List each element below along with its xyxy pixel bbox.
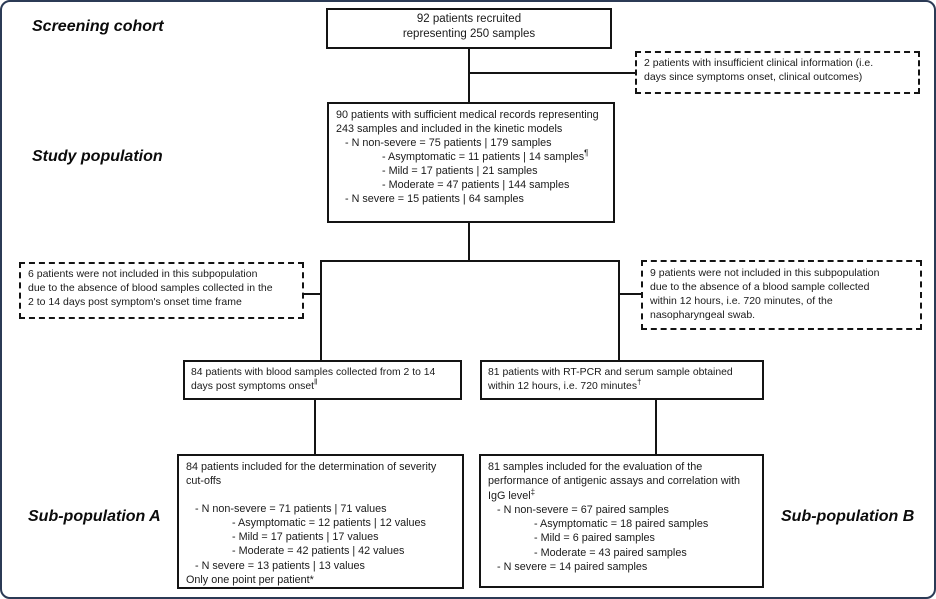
subpop-a-footer: Only one point per patient* xyxy=(186,573,314,586)
bullet-mild: - Mild = 17 patients | 21 samples xyxy=(382,165,538,178)
bullet-n-nonsevere: - N non-severe = 67 paired samples xyxy=(497,503,669,516)
subpopulation-a-label: Sub-population A xyxy=(28,508,161,525)
connector-study-to-hub xyxy=(468,223,470,260)
bullet-asymptomatic: - Asymptomatic = 11 patients | 14 sample… xyxy=(382,148,589,164)
branching-hub-rectangle xyxy=(320,260,620,360)
excluded-b-line: due to the absence of a blood sample col… xyxy=(650,280,870,293)
connector-excluded-a-to-hub xyxy=(304,293,320,295)
footnote-pilcrow: ¶ xyxy=(584,148,589,158)
bullet-n-nonsevere: - N non-severe = 75 patients | 179 sampl… xyxy=(345,137,552,150)
insufficient-info-box: 2 patients with insufficient clinical in… xyxy=(635,51,920,94)
blood-samples-line2: days post symptoms onset‖ xyxy=(191,377,318,392)
insufficient-info-line: days since symptoms onset, clinical outc… xyxy=(644,70,863,83)
connector-recruited-to-study xyxy=(468,49,470,102)
blood-samples-box: 84 patients with blood samples collected… xyxy=(183,360,462,400)
blood-samples-line1: 84 patients with blood samples collected… xyxy=(191,367,436,378)
blank-line xyxy=(186,489,455,502)
bullet-n-nonsevere: - N non-severe = 71 patients | 71 values xyxy=(195,502,387,515)
study-population-box: 90 patients with sufficient medical reco… xyxy=(327,102,615,223)
excluded-a-line: due to the absence of blood samples coll… xyxy=(28,281,273,294)
excluded-a-line: 6 patients were not included in this sub… xyxy=(28,268,258,280)
excluded-b-line: within 12 hours, i.e. 720 minutes, of th… xyxy=(650,294,833,307)
rtpcr-serum-box: 81 patients with RT-PCR and serum sample… xyxy=(480,360,764,400)
connector-rtpcr-to-subpop-b xyxy=(655,400,657,454)
footnote-double-bar: ‖ xyxy=(314,377,318,387)
subpop-b-intro: 81 samples included for the evaluation o… xyxy=(488,461,741,502)
recruited-line1: 92 patients recruited xyxy=(416,13,522,25)
bullet-asymptomatic: - Asymptomatic = 18 paired samples xyxy=(534,518,709,530)
bullet-mild: - Mild = 6 paired samples xyxy=(534,532,655,545)
subpopulation-b-label: Sub-population B xyxy=(781,508,915,525)
bullet-n-severe: - N severe = 15 patients | 64 samples xyxy=(345,193,524,206)
screening-cohort-label: Screening cohort xyxy=(32,18,164,35)
recruited-box: 92 patients recruited representing 250 s… xyxy=(326,8,612,49)
connector-excluded-b-to-hub xyxy=(620,293,641,295)
rtpcr-line1: 81 patients with RT-PCR and serum sample… xyxy=(488,367,733,378)
bullet-moderate: - Moderate = 47 patients | 144 samples xyxy=(382,179,570,192)
bullet-moderate: - Moderate = 42 patients | 42 values xyxy=(232,545,405,558)
connector-blood-to-subpop-a xyxy=(314,400,316,454)
insufficient-info-line: 2 patients with insufficient clinical in… xyxy=(644,57,874,69)
excluded-a-line: 2 to 14 days post symptom's onset time f… xyxy=(28,295,242,308)
subpopulation-b-box: 81 samples included for the evaluation o… xyxy=(479,454,764,588)
excluded-subpop-b-box: 9 patients were not included in this sub… xyxy=(641,260,922,330)
connector-to-insufficient-info xyxy=(468,72,635,74)
bullet-n-severe: - N severe = 13 patients | 13 values xyxy=(195,559,365,572)
excluded-b-line: 9 patients were not included in this sub… xyxy=(650,267,880,279)
study-population-intro: 90 patients with sufficient medical reco… xyxy=(336,109,599,136)
footnote-double-dagger: ‡ xyxy=(530,486,536,496)
excluded-b-line: nasopharyngeal swab. xyxy=(650,308,756,321)
bullet-mild: - Mild = 17 patients | 17 values xyxy=(232,531,379,543)
footnote-dagger: † xyxy=(637,377,642,387)
study-population-label: Study population xyxy=(32,148,163,165)
recruited-line2: representing 250 samples xyxy=(402,28,536,41)
excluded-subpop-a-box: 6 patients were not included in this sub… xyxy=(19,262,304,319)
bullet-moderate: - Moderate = 43 paired samples xyxy=(534,546,687,559)
subpop-a-intro: 84 patients included for the determinati… xyxy=(186,461,437,488)
bullet-asymptomatic: - Asymptomatic = 12 patients | 12 values xyxy=(232,516,426,529)
rtpcr-line2: within 12 hours, i.e. 720 minutes† xyxy=(488,377,642,392)
subpopulation-a-box: 84 patients included for the determinati… xyxy=(177,454,464,589)
bullet-n-severe: - N severe = 14 paired samples xyxy=(497,560,648,573)
